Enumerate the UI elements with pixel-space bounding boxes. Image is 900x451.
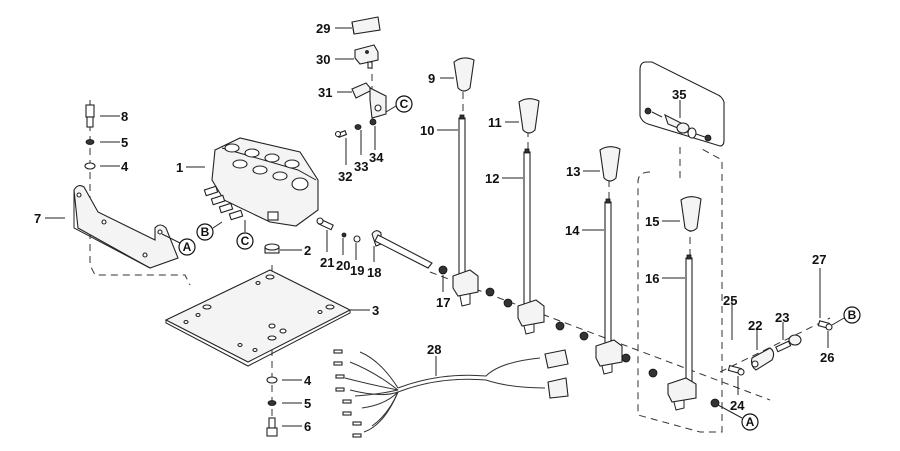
part-22-clevis bbox=[750, 347, 775, 371]
part-11-lever-knob bbox=[518, 98, 540, 134]
part-8-bolt bbox=[85, 104, 95, 128]
ref-c-valve: C bbox=[236, 220, 254, 250]
guide-lever-group-box bbox=[637, 147, 723, 433]
callout-25: 25 bbox=[723, 293, 737, 308]
part-9-lever-knob bbox=[453, 57, 475, 92]
svg-text:A: A bbox=[746, 415, 755, 429]
part-23-rod-end bbox=[775, 334, 802, 353]
callout-32: 32 bbox=[338, 169, 352, 184]
callout-34: 34 bbox=[369, 150, 384, 165]
callout-19: 19 bbox=[350, 263, 364, 278]
svg-text:C: C bbox=[400, 97, 409, 111]
guide-link-axis bbox=[719, 317, 831, 373]
callout-23: 23 bbox=[775, 310, 789, 325]
callout-4-upper: 4 bbox=[121, 159, 129, 174]
ref-c-bracket: C bbox=[385, 95, 413, 113]
callout-24: 24 bbox=[730, 398, 745, 413]
bolt-head bbox=[85, 104, 95, 118]
part-32-bolt bbox=[334, 130, 348, 138]
callout-13: 13 bbox=[566, 164, 580, 179]
part-28-wiring-harness bbox=[333, 349, 569, 438]
svg-text:B: B bbox=[848, 308, 857, 322]
part-12-lever-rod bbox=[523, 151, 531, 308]
part-30-switch bbox=[354, 44, 379, 69]
callout-3: 3 bbox=[372, 303, 379, 318]
callout-6: 6 bbox=[304, 419, 311, 434]
part-15-lever-knob bbox=[680, 196, 702, 232]
part-20-lock-washer bbox=[341, 232, 347, 238]
part-31-switch-bracket bbox=[351, 82, 387, 119]
callout-30: 30 bbox=[316, 52, 330, 67]
part-3-mounting-plate bbox=[164, 269, 352, 367]
part-4-washer-upper bbox=[84, 162, 96, 170]
lever-assembly-1 bbox=[452, 57, 513, 308]
svg-text:A: A bbox=[183, 240, 192, 254]
callout-21: 21 bbox=[320, 255, 334, 270]
callout-15: 15 bbox=[645, 214, 659, 229]
ref-a-bracket: A bbox=[161, 233, 196, 256]
part-18-pivot-shaft bbox=[371, 230, 433, 269]
lever-assembly-2 bbox=[517, 98, 589, 341]
part-21-bolt bbox=[316, 217, 334, 231]
part-4-washer-lower bbox=[266, 376, 278, 384]
callout-8: 8 bbox=[121, 109, 128, 124]
callout-12: 12 bbox=[485, 171, 499, 186]
lever-assembly-3 bbox=[595, 146, 658, 378]
part-26-pin bbox=[817, 320, 833, 331]
part-34-nut bbox=[369, 118, 377, 126]
leader-lines bbox=[45, 27, 829, 427]
part-16-lever-rod bbox=[685, 257, 693, 389]
part-17-bushing bbox=[438, 265, 448, 275]
callout-11: 11 bbox=[488, 115, 502, 130]
ref-b-valve: B bbox=[196, 221, 223, 241]
callout-17: 17 bbox=[436, 295, 450, 310]
callout-22: 22 bbox=[748, 318, 762, 333]
part-33-lock-washer bbox=[354, 124, 362, 130]
callout-9: 9 bbox=[428, 71, 435, 86]
callout-labels: 8 5 4 7 1 2 3 4 5 6 29 30 31 32 33 34 21… bbox=[34, 21, 834, 434]
callout-5-lower: 5 bbox=[304, 396, 311, 411]
connector-lower bbox=[547, 377, 569, 399]
part-7-valve-bracket bbox=[73, 184, 179, 269]
part-10-lever-rod bbox=[458, 117, 466, 279]
part-2-rubber-mount bbox=[264, 243, 280, 254]
callout-29: 29 bbox=[316, 21, 330, 36]
callout-7: 7 bbox=[34, 211, 41, 226]
connector-upper bbox=[544, 349, 569, 369]
svg-text:C: C bbox=[241, 234, 250, 248]
part-35-spacer-kit bbox=[639, 61, 725, 147]
callout-10: 10 bbox=[420, 123, 434, 138]
callout-26: 26 bbox=[820, 350, 834, 365]
callout-20: 20 bbox=[336, 258, 350, 273]
ref-a-lever: A bbox=[717, 404, 759, 431]
callout-28: 28 bbox=[427, 342, 441, 357]
callout-4-lower: 4 bbox=[304, 373, 312, 388]
bolt-shank bbox=[86, 116, 94, 128]
lever-assembly-4 bbox=[667, 196, 720, 411]
guide-lever-axis bbox=[429, 271, 771, 401]
callout-2: 2 bbox=[304, 243, 311, 258]
part-29-switch-cover bbox=[351, 16, 381, 35]
callout-27: 27 bbox=[812, 252, 826, 267]
callout-35: 35 bbox=[672, 87, 686, 102]
ref-b-link: B bbox=[831, 306, 861, 326]
part-13-lever-knob bbox=[599, 146, 621, 182]
part-19-washer bbox=[353, 235, 361, 243]
part-6-bolt bbox=[266, 417, 278, 437]
part-1-control-valve bbox=[203, 137, 319, 227]
svg-text:B: B bbox=[201, 225, 210, 239]
part-24-pin bbox=[727, 364, 745, 376]
callout-33: 33 bbox=[354, 159, 368, 174]
part-5-lock-washer-lower bbox=[267, 400, 277, 406]
callout-14: 14 bbox=[565, 223, 580, 238]
callout-16: 16 bbox=[645, 271, 659, 286]
part-14-lever-rod bbox=[604, 201, 612, 353]
part-5-lock-washer-upper bbox=[85, 139, 95, 145]
callout-18: 18 bbox=[367, 265, 381, 280]
callout-5-upper: 5 bbox=[121, 135, 128, 150]
callout-31: 31 bbox=[318, 85, 332, 100]
callout-1: 1 bbox=[176, 160, 183, 175]
